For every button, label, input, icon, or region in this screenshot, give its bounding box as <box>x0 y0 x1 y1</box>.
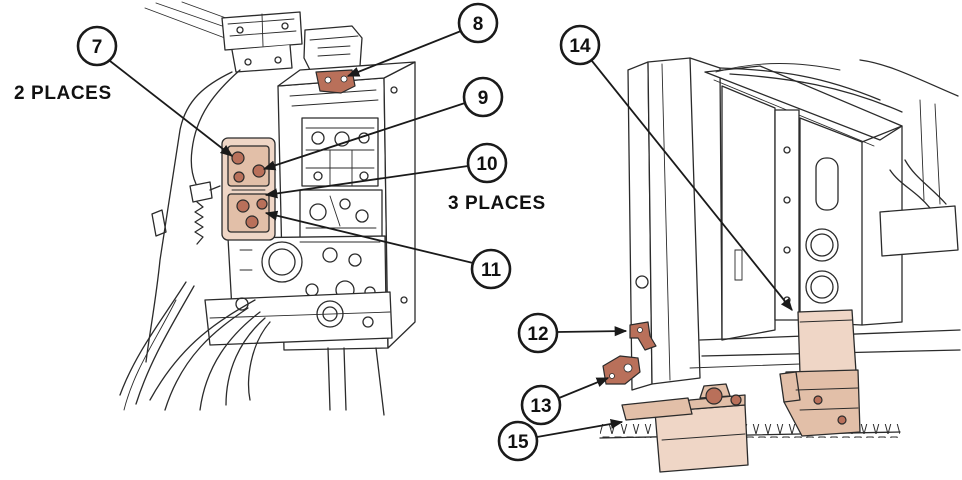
callout-11-number: 11 <box>481 260 502 281</box>
callout-14: 14 <box>559 24 793 311</box>
note-2-places: 2 PLACES <box>14 83 112 104</box>
mounting-bolt <box>635 275 649 289</box>
callout-10-circle <box>466 142 508 184</box>
callout-7-number: 7 <box>92 37 103 58</box>
part-11-knob <box>245 215 259 229</box>
callout-13-circle <box>520 384 562 426</box>
part-7-screw <box>231 151 245 165</box>
callout-11: 11 <box>264 210 512 290</box>
callout-10: 10 <box>264 142 508 199</box>
part-15-clamp <box>621 383 749 473</box>
part-12-bracket <box>629 321 657 351</box>
callout-15-number: 15 <box>507 432 529 453</box>
gauge-dial <box>805 270 839 304</box>
callout-8-number: 8 <box>473 14 484 35</box>
cable-bundle <box>119 69 271 411</box>
callout-9-circle <box>462 76 504 118</box>
callout-9: 9 <box>262 76 504 171</box>
callout-8: 8 <box>346 2 499 77</box>
part-7-screw <box>233 171 245 183</box>
leader-line-13 <box>558 377 610 399</box>
top-component <box>303 25 363 71</box>
leader-line-10 <box>264 165 469 199</box>
part-8-connector <box>315 69 356 94</box>
callout-12: 12 <box>517 312 628 354</box>
leader-line-12 <box>556 326 628 337</box>
note-3-places: 3 PLACES <box>448 193 546 214</box>
leader-line-14 <box>591 60 793 311</box>
left-equipment-assembly <box>119 1 416 416</box>
leader-line-15 <box>536 419 624 438</box>
callout-7: 7 <box>76 25 233 157</box>
part-9-knob <box>252 164 266 178</box>
callout-8-circle <box>457 2 499 44</box>
callout-14-number: 14 <box>569 36 591 57</box>
top-mounting-bracket <box>221 11 303 73</box>
leader-line-8 <box>346 30 462 77</box>
callout-10-number: 10 <box>476 154 497 175</box>
right-vehicle-interior <box>599 57 961 473</box>
callout-15: 15 <box>497 419 624 462</box>
callout-7-circle <box>76 25 118 67</box>
part-14-storage-box <box>779 309 861 437</box>
callout-12-circle <box>517 312 559 354</box>
leader-line-11 <box>264 210 474 264</box>
cable-connector <box>189 181 221 245</box>
leader-line-9 <box>262 102 466 171</box>
part-10-screw <box>256 198 268 210</box>
callout-13: 13 <box>520 377 610 426</box>
callout-12-number: 12 <box>527 324 548 345</box>
gauge-dial <box>805 228 839 262</box>
part-10-screw <box>236 199 250 213</box>
callout-14-circle <box>559 24 601 66</box>
part-13-latch <box>602 355 641 385</box>
callout-9-number: 9 <box>478 88 489 109</box>
callout-11-circle <box>470 248 512 290</box>
callout-13-number: 13 <box>530 396 551 417</box>
callout-15-circle <box>497 420 539 462</box>
leader-line-7 <box>109 60 233 157</box>
